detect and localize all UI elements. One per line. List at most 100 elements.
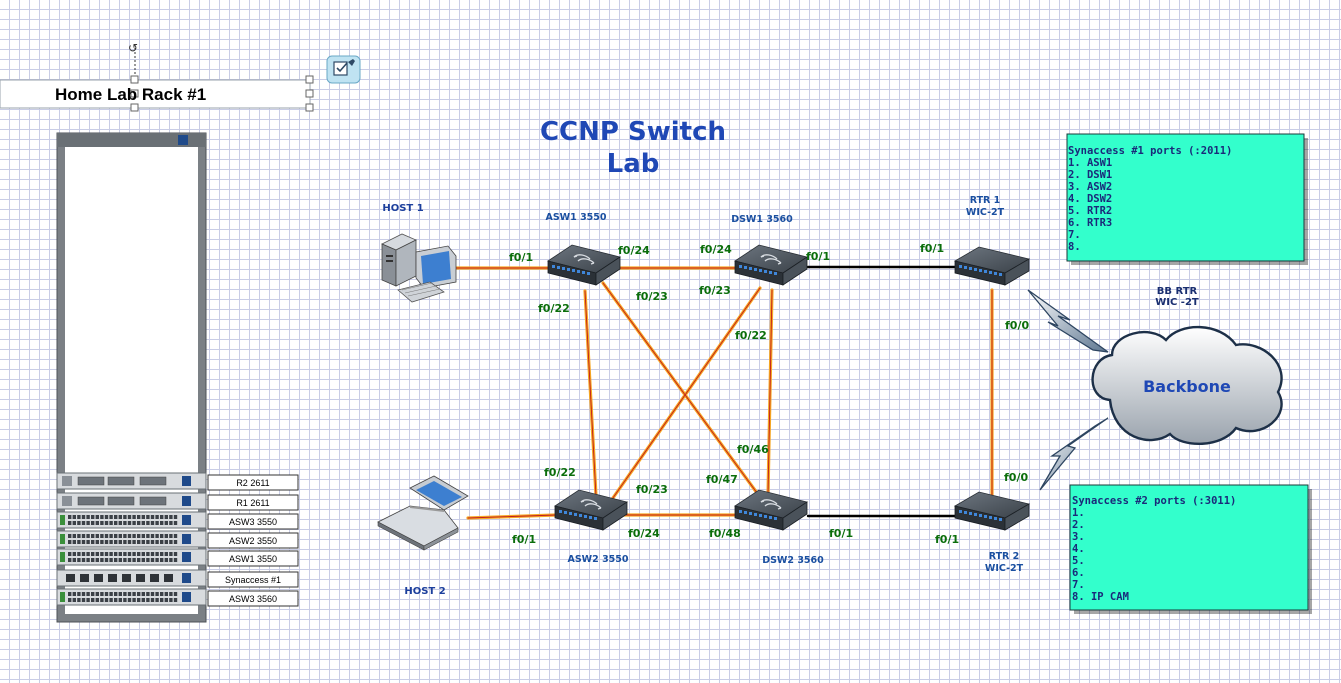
port-label: f0/24: [618, 244, 650, 257]
dsw1-label: DSW1 3560: [731, 214, 793, 225]
quick-edit-button[interactable]: [326, 55, 361, 84]
resize-handle[interactable]: [130, 75, 139, 84]
switch-dsw2[interactable]: DSW2 3560: [734, 489, 824, 566]
rack-unit-switch[interactable]: ASW3 3550: [56, 511, 299, 530]
rack-unit-label: ASW3 3550: [229, 517, 277, 527]
port-label: f0/46: [737, 443, 769, 456]
port-label: f0/1: [509, 251, 533, 264]
multilayer-switch-icon: [547, 244, 621, 286]
port-label: f0/22: [544, 466, 576, 479]
port-label: f0/22: [735, 329, 767, 342]
note-line: 2. DSW1: [1068, 169, 1112, 181]
rotate-handle-icon[interactable]: ↺: [128, 41, 138, 55]
note-line: 2.: [1072, 519, 1085, 531]
resize-handle[interactable]: [305, 75, 314, 84]
resize-handle[interactable]: [305, 103, 314, 112]
host1-label: HOST 1: [382, 203, 423, 214]
port-label: f0/22: [538, 302, 570, 315]
port-label: f0/1: [935, 533, 959, 546]
rack-unit-router[interactable]: R2 2611: [56, 472, 299, 491]
backbone-cloud[interactable]: Backbone: [1091, 325, 1283, 445]
rtr2-label-line2: WIC-2T: [985, 563, 1024, 574]
resize-handle[interactable]: [130, 89, 139, 98]
port-label: f0/0: [1004, 471, 1028, 484]
serial-link-rtr1-backbone[interactable]: [1027, 289, 1109, 353]
rack-unit-label: R2 2611: [236, 478, 269, 488]
note-title: Synaccess #2 ports (:3011): [1072, 495, 1236, 507]
note-line: 7.: [1068, 229, 1081, 241]
switch-dsw1[interactable]: DSW1 3560: [731, 214, 808, 286]
rack-unit-switch[interactable]: ASW1 3550: [56, 548, 299, 567]
bb-router-label-line2: WIC -2T: [1155, 297, 1199, 308]
note-line: 3.: [1072, 531, 1085, 543]
resize-handle[interactable]: [305, 89, 314, 98]
multilayer-switch-icon: [734, 244, 808, 286]
host2-label: HOST 2: [404, 586, 445, 597]
router-rtr2[interactable]: RTR 2 WIC-2T: [954, 491, 1030, 574]
note-line: 7.: [1072, 579, 1085, 591]
switch-asw2[interactable]: ASW2 3550: [554, 489, 629, 565]
host2-laptop[interactable]: HOST 2: [377, 475, 469, 597]
rack-unit-router[interactable]: R1 2611: [56, 492, 299, 511]
switch-asw1[interactable]: ASW1 3550: [545, 212, 621, 286]
bb-router-label-line1: BB RTR: [1157, 286, 1198, 297]
desktop-computer-icon: [381, 233, 457, 303]
rack-unit-switch[interactable]: ASW3 3560: [56, 588, 299, 607]
port-label: f0/23: [636, 290, 668, 303]
diagram-title: CCNP Switch Lab: [540, 117, 726, 179]
rack-unit-pdu[interactable]: Synaccess #1: [56, 569, 299, 588]
port-labels: f0/1 f0/24 f0/24 f0/23 f0/23 f0/22 f0/22…: [509, 242, 1029, 546]
rack-unit-label-box: [207, 571, 299, 588]
asw1-label: ASW1 3550: [545, 212, 606, 223]
rtr1-label-line1: RTR 1: [970, 195, 1001, 206]
note-synaccess2[interactable]: Synaccess #2 ports (:3011)1.2.3.4.5.6.7.…: [1069, 484, 1312, 614]
note-line: 4. DSW2: [1068, 193, 1112, 205]
note-line: 3. ASW2: [1068, 181, 1112, 193]
asw2-label: ASW2 3550: [567, 554, 628, 565]
rack-unit-label-box: [207, 590, 299, 607]
port-label: f0/0: [1005, 319, 1029, 332]
rack-unit-label: ASW1 3550: [229, 554, 277, 564]
diagram-title-line1: CCNP Switch: [540, 117, 726, 147]
note-line: 1. ASW1: [1068, 157, 1112, 169]
note-line: 8. IP CAM: [1072, 591, 1129, 603]
port-label: f0/48: [709, 527, 741, 540]
rack-unit-label-box: [207, 550, 299, 567]
port-label: f0/47: [706, 473, 738, 486]
serial-link-rtr2-backbone[interactable]: [1039, 417, 1109, 491]
rack-unit-label-box: [207, 494, 299, 511]
diagram-title-line2: Lab: [607, 149, 660, 179]
router-icon: [954, 491, 1030, 531]
rack-power-indicator: [178, 135, 188, 145]
note-line: 6. RTR3: [1068, 217, 1112, 229]
laptop-icon: [377, 475, 469, 551]
rack-unit-label: R1 2611: [236, 498, 269, 508]
rack-unit-label-box: [207, 532, 299, 549]
rack-unit-label-box: [207, 513, 299, 530]
rack-unit-switch[interactable]: ASW2 3550: [56, 530, 299, 549]
rtr1-label-line2: WIC-2T: [966, 207, 1005, 218]
rack-title-box[interactable]: ↺ Home Lab Rack #1: [0, 41, 314, 112]
resize-handle[interactable]: [130, 103, 139, 112]
port-label: f0/23: [636, 483, 668, 496]
port-label: f0/1: [512, 533, 536, 546]
rtr2-label-line1: RTR 2: [989, 551, 1020, 562]
multilayer-switch-icon: [734, 489, 808, 531]
port-label: f0/1: [829, 527, 853, 540]
rack-unit-label: Synaccess #1: [225, 575, 281, 585]
port-label: f0/24: [700, 243, 732, 256]
backbone-label: Backbone: [1143, 377, 1231, 396]
port-label: f0/23: [699, 284, 731, 297]
router-icon: [954, 246, 1030, 286]
note-line: 6.: [1072, 567, 1085, 579]
port-label: f0/1: [920, 242, 944, 255]
router-rtr1[interactable]: RTR 1 WIC-2T: [954, 195, 1030, 286]
rack-unit-label-box: [207, 474, 299, 491]
note-line: 8.: [1068, 241, 1081, 253]
host1-desktop[interactable]: HOST 1: [381, 203, 457, 303]
serial-links: [1027, 289, 1109, 491]
